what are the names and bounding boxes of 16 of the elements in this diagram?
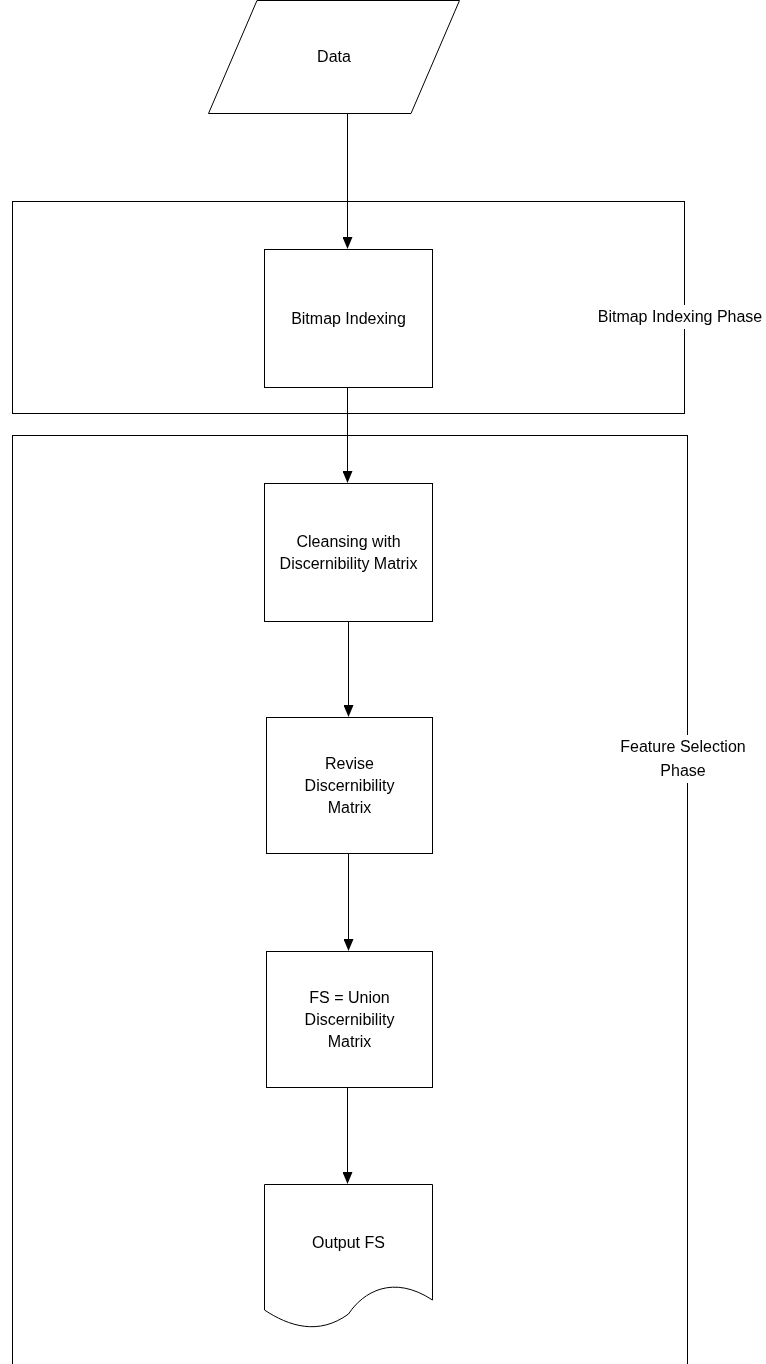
arrow — [343, 620, 354, 717]
node-text: Data — [317, 47, 351, 67]
node-text: Bitmap Indexing — [291, 308, 406, 329]
arrow — [342, 113, 353, 249]
node-text: Output FS — [312, 1233, 385, 1253]
process-box — [264, 483, 433, 622]
node-text: Revise Discernibility Matrix — [303, 753, 396, 818]
node-text: Cleansing with Discernibility Matrix — [279, 531, 418, 574]
input-parallelogram — [208, 0, 460, 114]
node-text: FS = Union Discernibility Matrix — [303, 987, 396, 1052]
arrow — [342, 1086, 353, 1184]
arrow — [343, 852, 354, 951]
arrow — [342, 386, 353, 483]
process-box — [266, 717, 433, 854]
process-box — [264, 249, 433, 388]
process-box — [266, 951, 433, 1088]
